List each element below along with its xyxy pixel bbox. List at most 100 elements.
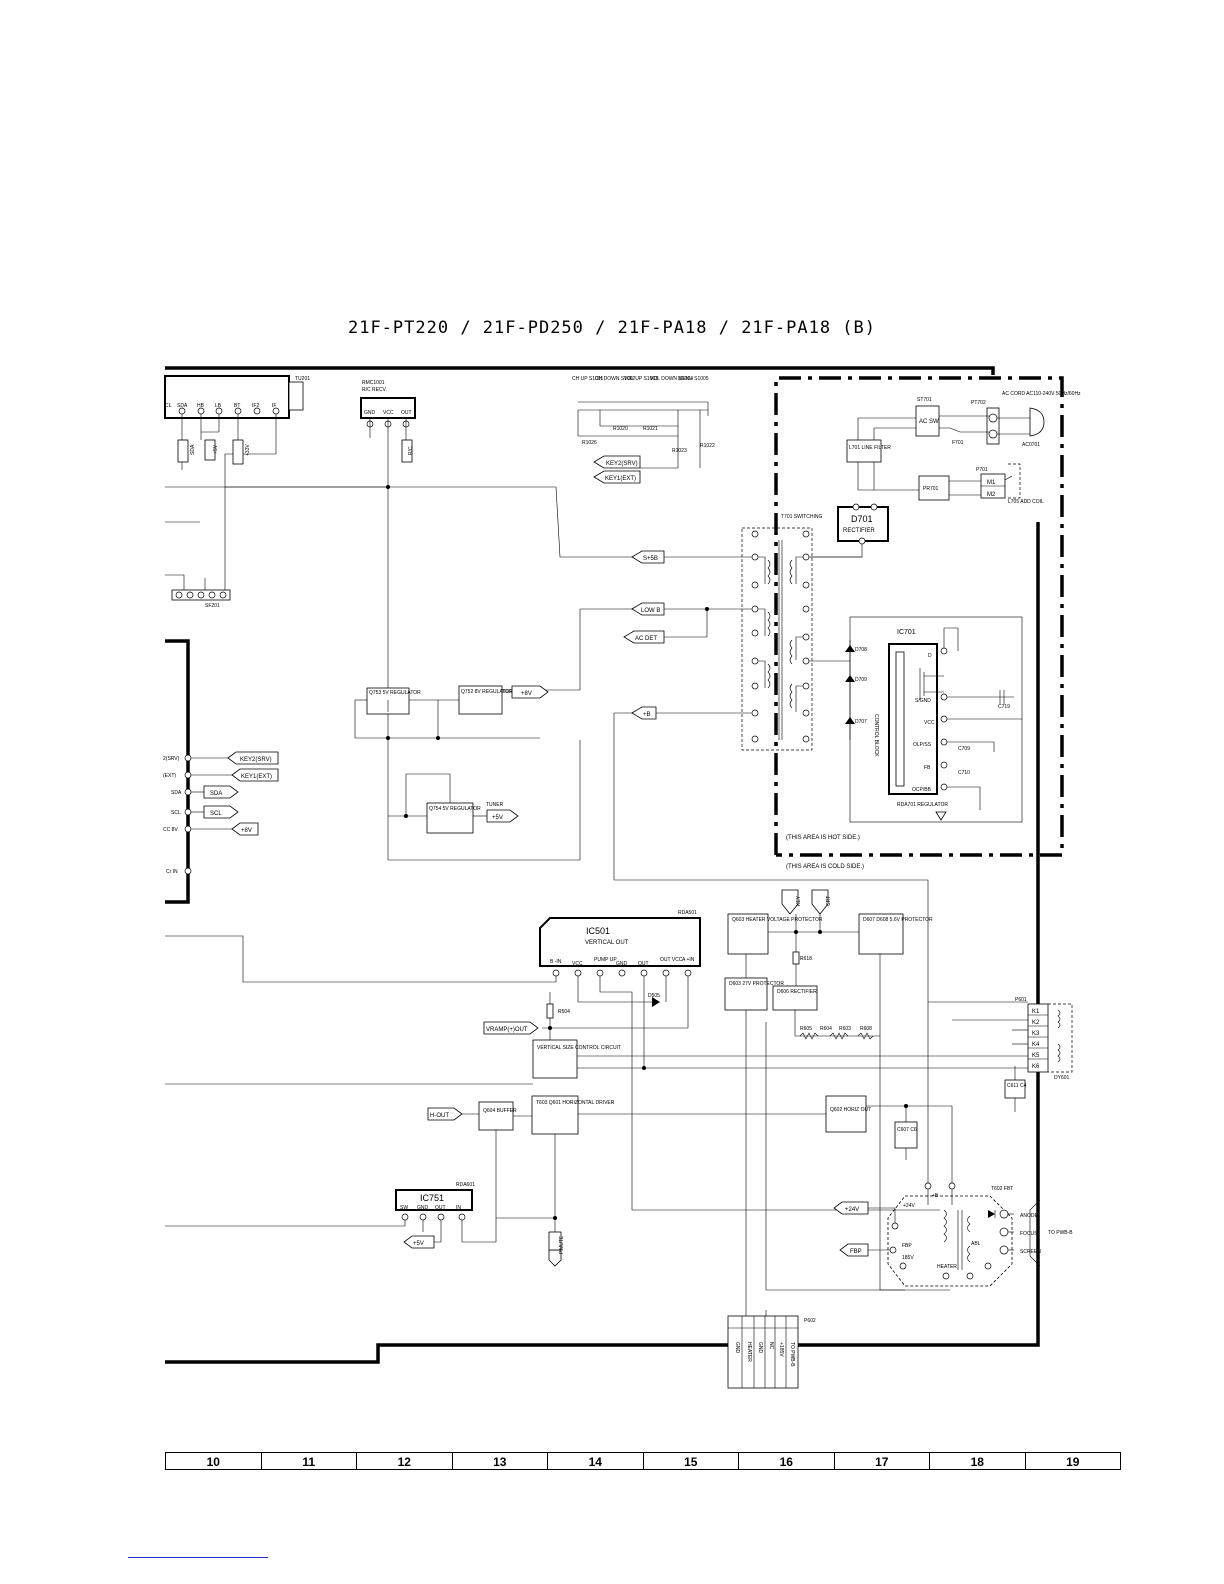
rmc-ref: RMC1001	[362, 380, 385, 386]
grid-column: 16	[738, 1453, 834, 1469]
tuner-arrow-label: SDA	[190, 444, 196, 455]
tag-fbp: FBP	[850, 1249, 862, 1255]
tuner-block	[164, 375, 556, 590]
grid-column: 15	[642, 1453, 739, 1469]
sf201-ref: SF201	[205, 603, 220, 609]
p601-pin-label: K1	[1032, 1009, 1040, 1015]
rmc-out-label: R/C	[408, 446, 414, 455]
left-conn-arrow-label: KEY1(EXT)	[241, 774, 272, 780]
hot-side-note: (THIS AREA IS HOT SIDE.)	[786, 835, 860, 841]
q602-label: Q602 HORIZ OUT	[830, 1107, 871, 1113]
cap-label: C710	[958, 770, 970, 776]
resistor-chain-label: R603	[839, 1026, 851, 1032]
tuner-pin-label: LB	[215, 403, 222, 409]
p601-pin-label: K3	[1032, 1031, 1040, 1037]
ic501-pin-label: B -IN	[550, 959, 562, 965]
p602-pin-label: +185V	[778, 1342, 784, 1357]
key-resistor-label: R1021	[643, 426, 658, 432]
left-conn-pin-label: Cr IN	[166, 869, 178, 875]
dy601-ref: DY601	[1054, 1075, 1070, 1081]
tuner-pin-label: BT	[234, 403, 240, 409]
key-resistor-label: R1020	[613, 426, 628, 432]
q754-out-label: +5V	[492, 815, 503, 821]
f701-ref: F701	[952, 440, 964, 446]
ic501-block	[165, 917, 701, 1070]
cold-side-note: (THIS AREA IS COLD SIDE.)	[786, 864, 864, 870]
fbt-tap-label: +24V	[903, 1203, 915, 1209]
ic501-pin-label: A +IN	[682, 957, 695, 963]
ac-plug-ref: AC0701	[1022, 442, 1040, 448]
st701-label: AC SW	[919, 419, 939, 425]
rail-acdet-label: AC DET	[635, 636, 657, 642]
ic751-pkg: RDA601	[456, 1182, 475, 1188]
pmute-label: P.MUTE	[559, 1235, 565, 1254]
left-conn-pin-label: SCL	[171, 810, 181, 816]
footer-link-rule	[128, 1557, 268, 1558]
left-conn-pin-label: 2(SRV)	[163, 756, 180, 762]
p602-pin-label: TO PWB-B	[789, 1342, 795, 1367]
ic501-pin-label: PUMP UP	[594, 957, 617, 963]
grid-column: 11	[260, 1453, 357, 1469]
rail-tag-plusb	[631, 706, 657, 720]
sf201-connector	[165, 574, 231, 601]
cap-label: C709	[958, 746, 970, 752]
key1-arrow	[593, 470, 641, 484]
rmc-name: R/C RECV.	[362, 387, 387, 393]
key2-label: KEY2(SRV)	[606, 461, 638, 467]
pr701-ref: PR701	[923, 486, 939, 492]
p602-ref: P602	[804, 1318, 816, 1324]
p701-ref: P701	[976, 467, 988, 473]
d701-ref: D701	[851, 514, 873, 524]
p602-pin-label: HEATER	[746, 1342, 752, 1362]
q603-label: Q603 HEATER VOLTAGE PROTECTOR	[732, 917, 823, 923]
rail-plusb-label: +B	[643, 712, 651, 718]
key1-label: KEY1(EXT)	[605, 476, 636, 482]
resistor-chain-label: R604	[820, 1026, 832, 1032]
grid-column: 13	[451, 1453, 548, 1469]
protector-section	[724, 889, 950, 1310]
r618-ref: R618	[800, 956, 812, 962]
ic501-ref: IC501	[586, 926, 610, 936]
key-resistor-label: R1026	[582, 440, 597, 446]
tuner-pin-label: HB	[197, 403, 205, 409]
ic501-pin-label: OUT	[638, 961, 649, 967]
p601-pin-label: K2	[1032, 1020, 1040, 1026]
c607-label: C607 C6	[897, 1127, 917, 1133]
r504-ref: R504	[558, 1009, 570, 1015]
rmc-pin-label: VCC	[383, 410, 394, 416]
tuner-arrow-label: +33V	[245, 444, 251, 456]
ic751-out-label: +5V	[413, 1241, 424, 1247]
diode-label: D709	[855, 677, 867, 683]
hout-label: H-OUT	[430, 1113, 449, 1119]
tuner-pin-label: CL	[165, 403, 172, 409]
t701-transformer	[741, 527, 862, 751]
fbt-tap-label: FBP	[902, 1243, 912, 1249]
rail-s5b-label: S+5B	[643, 556, 658, 562]
fbt-tap-label: +B	[932, 1193, 939, 1199]
tag-plus24: +24V	[845, 1207, 859, 1213]
fbt-tap-label: ABL	[971, 1241, 981, 1247]
fbt-tap-label: HEATER	[937, 1264, 957, 1270]
rail-lowb-label: LOW B	[641, 608, 660, 614]
key-switch-label: MENU S1005	[678, 376, 709, 382]
st701-ref: ST701	[917, 397, 932, 403]
cap-label: C719	[998, 704, 1010, 710]
vramp-label: VRAMP(+)OUT	[486, 1027, 528, 1033]
q752-out-label: +8V	[521, 691, 532, 697]
p601-pin-label: K4	[1032, 1042, 1040, 1048]
rail-tag-acdet	[623, 630, 665, 644]
ic701-pin-label: OLP/SS	[913, 742, 932, 748]
p701-pin-label: M1	[987, 480, 996, 486]
ic701-name: RDA701 REGULATOR	[897, 802, 948, 808]
key-switch-label: CH UP S1001	[572, 376, 604, 382]
page-title: 21F-PT220 / 21F-PD250 / 21F-PA18 / 21F-P…	[347, 318, 877, 338]
ic701-ref: IC701	[897, 629, 916, 636]
ac-cord-label: AC CORD AC110-240V 50Hz/60Hz	[1002, 391, 1081, 397]
grid-column: 12	[356, 1453, 452, 1469]
tuner-arrow-label: +5V	[213, 444, 219, 454]
key-resistor-label: R1022	[700, 443, 715, 449]
regulator-section	[354, 485, 581, 861]
p601-connector	[928, 1001, 1073, 1112]
p602-pin-label: NC	[768, 1342, 774, 1350]
